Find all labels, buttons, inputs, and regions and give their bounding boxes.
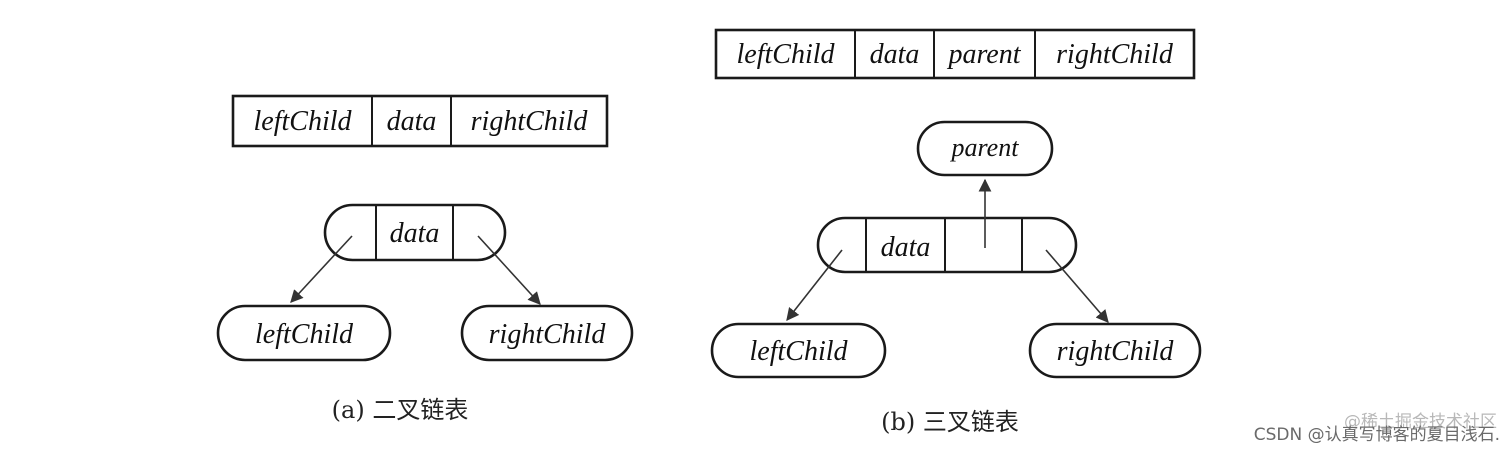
panel-a-node: data [323, 203, 507, 262]
panel-a-right-child-node: rightChild [460, 304, 634, 362]
panel-b-node-structure-table: leftChild data parent rightChild [714, 28, 1196, 80]
panel-a-node-structure-table: leftChild data rightChild [231, 94, 609, 148]
table-frame [231, 94, 609, 148]
node-data-label: data [881, 232, 931, 263]
csdn-watermark: CSDN @认真写博客的夏目浅石. [1254, 425, 1500, 445]
watermark: @稀土掘金技术社区 CSDN @认真写博客的夏目浅石. [1254, 412, 1500, 445]
right-child-oval [1028, 322, 1202, 379]
table-cell-right-child: rightChild [1056, 39, 1174, 70]
arrow-to-left-child [290, 235, 353, 303]
left-child-label: leftChild [750, 336, 849, 367]
left-child-oval [710, 322, 887, 379]
right-child-label: rightChild [489, 319, 607, 350]
table-cell-left-child: leftChild [737, 39, 836, 70]
juejin-watermark: @稀土掘金技术社区 [1344, 412, 1497, 432]
panel-a-binary-linked-list: leftChild data rightChild data leftChild… [216, 94, 634, 424]
right-child-label: rightChild [1057, 336, 1175, 367]
panel-b-right-child-node: rightChild [1028, 322, 1202, 379]
parent-oval [916, 120, 1054, 177]
table-frame [714, 28, 1196, 80]
panel-a-caption: (a) 二叉链表 [332, 396, 469, 424]
arrow-to-left-child [786, 249, 843, 322]
node-data-label: data [390, 218, 440, 249]
left-child-oval [216, 304, 392, 362]
right-child-oval [460, 304, 634, 362]
node-frame [816, 216, 1078, 274]
table-cell-data: data [387, 106, 437, 137]
arrow-to-right-child [477, 235, 541, 305]
table-cell-left-child: leftChild [254, 106, 353, 137]
panel-b-trinary-linked-list: leftChild data parent rightChild parent … [710, 28, 1202, 436]
left-child-label: leftChild [255, 319, 354, 350]
parent-label: parent [950, 133, 1020, 162]
panel-b-node: data [816, 216, 1078, 274]
panel-b-left-child-node: leftChild [710, 322, 887, 379]
table-cell-right-child: rightChild [471, 106, 589, 137]
panel-b-parent-node: parent [916, 120, 1054, 177]
panel-a-left-child-node: leftChild [216, 304, 392, 362]
node-frame [323, 203, 507, 262]
table-cell-parent: parent [946, 39, 1021, 70]
table-cell-data: data [870, 39, 920, 70]
arrow-to-right-child [1045, 249, 1109, 323]
panel-b-caption: (b) 三叉链表 [881, 408, 1019, 436]
